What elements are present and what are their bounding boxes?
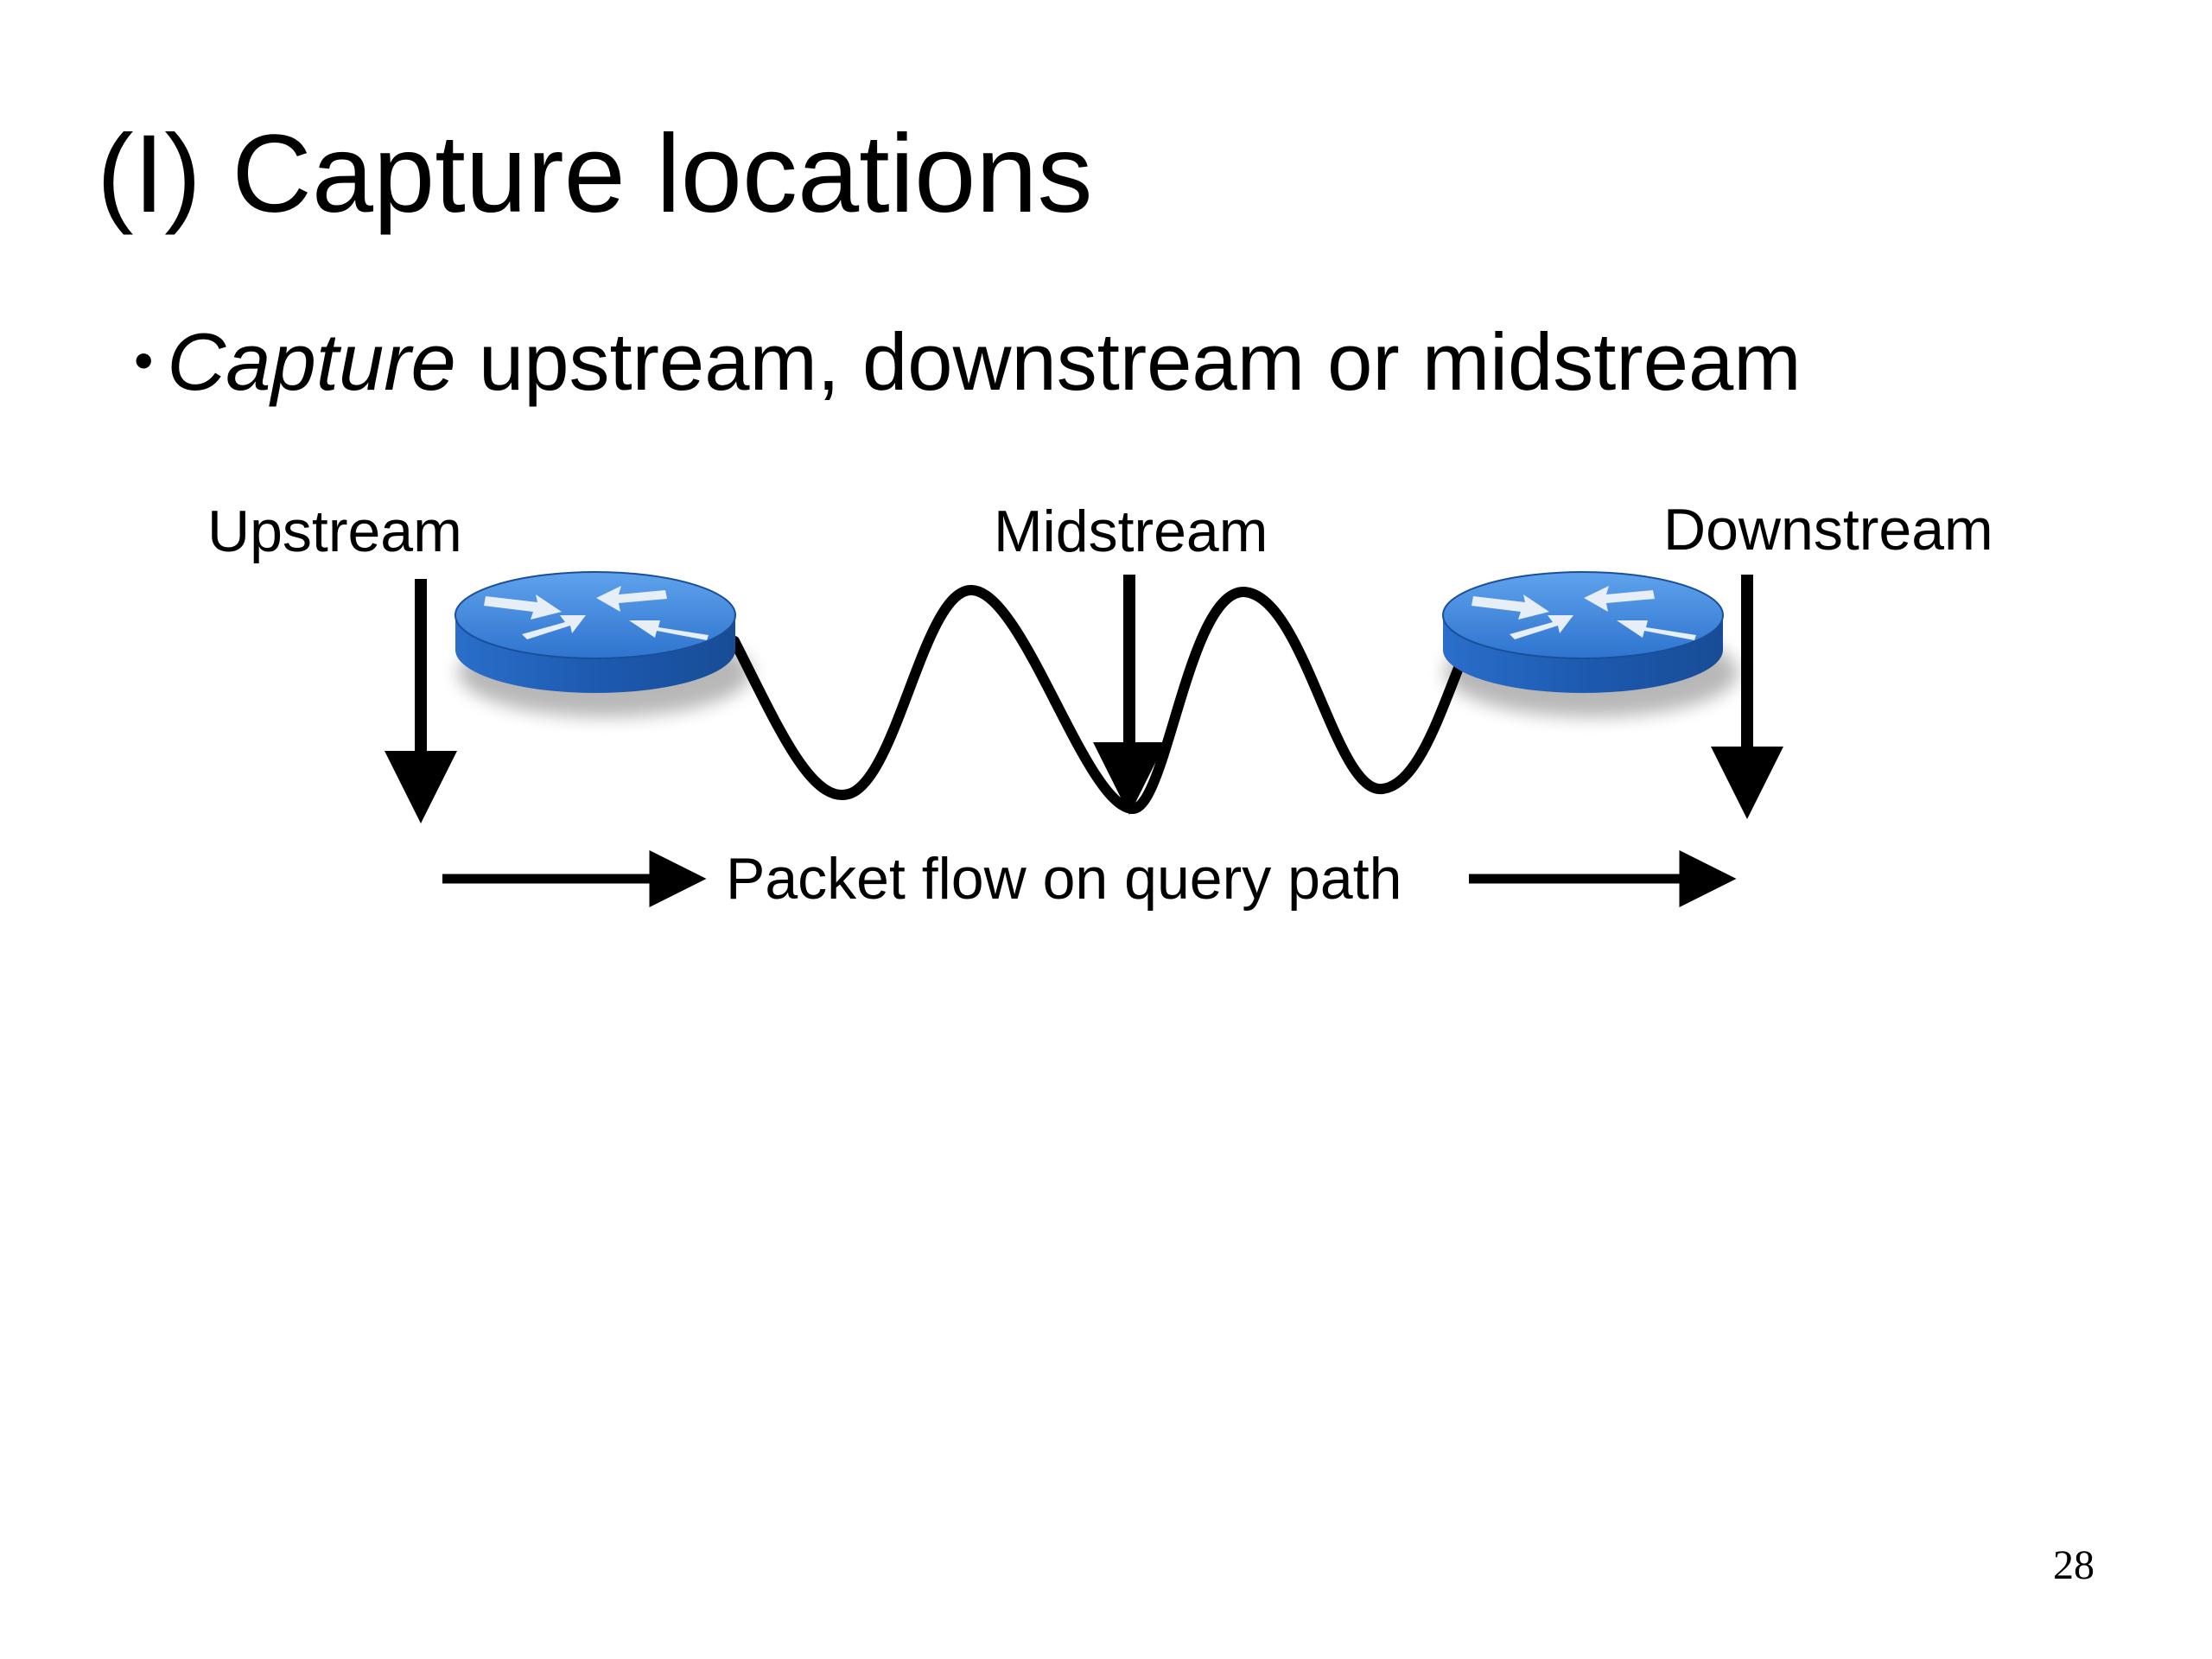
slide-title: (I) Capture locations [97,112,1093,236]
bullet-point: •Capture upstream, downstream or midstre… [134,321,1802,403]
router-left-icon [454,571,752,717]
label-downstream: Downstream [1663,497,1993,563]
bullet-emphasis: Capture [167,316,456,407]
label-upstream: Upstream [207,499,462,564]
label-midstream: Midstream [994,499,1268,564]
packet-flow-label: Packet flow on query path [726,846,1402,912]
page-number: 28 [2053,1542,2094,1588]
network-link [729,584,1465,814]
bullet-text: upstream, downstream or midstream [455,316,1802,407]
bullet-dot: • [134,329,154,391]
router-right-icon [1442,571,1738,717]
